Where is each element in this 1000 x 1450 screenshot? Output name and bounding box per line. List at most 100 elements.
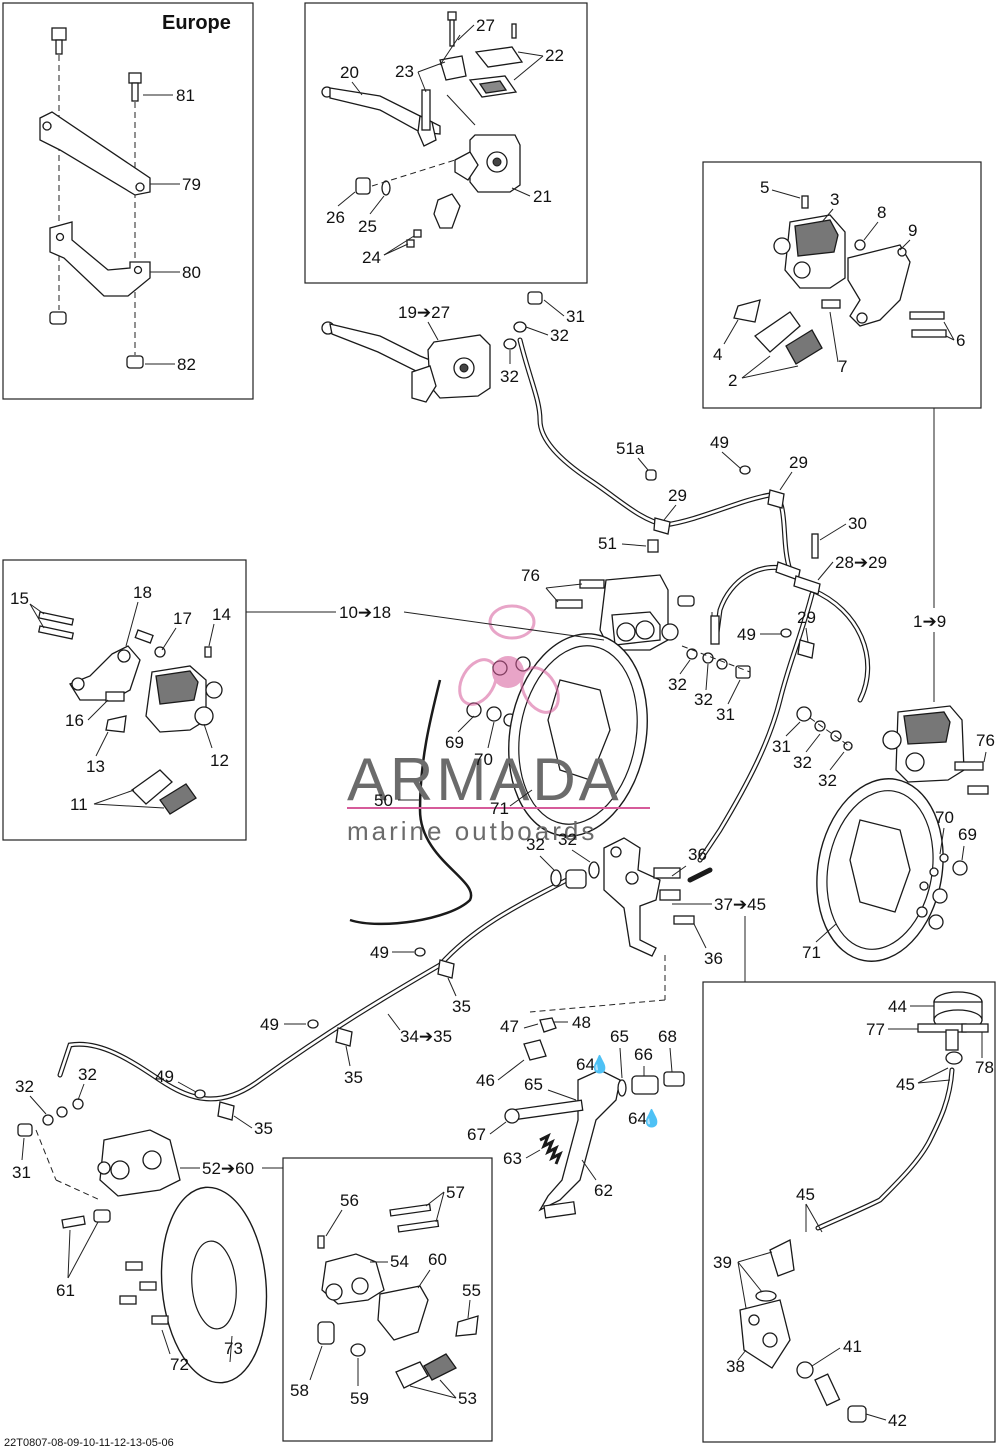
callout-36b: 36 xyxy=(704,949,723,968)
callout-71a: 71 xyxy=(490,799,509,818)
rear-left-disc xyxy=(119,1186,268,1384)
callout-20: 20 xyxy=(340,63,359,82)
callout-77: 77 xyxy=(866,1020,885,1039)
callout-71b: 71 xyxy=(802,943,821,962)
callout-10-18: 10➔18 xyxy=(339,603,391,622)
callout-27: 27 xyxy=(476,16,495,35)
callout-49a: 49 xyxy=(710,433,729,452)
callout-16: 16 xyxy=(65,711,84,730)
rear-right-caliper xyxy=(796,705,989,795)
callout-58: 58 xyxy=(290,1381,309,1400)
front-center-caliper xyxy=(555,574,751,679)
callout-45b: 45 xyxy=(796,1185,815,1204)
callout-38: 38 xyxy=(726,1357,745,1376)
callout-4: 4 xyxy=(713,345,722,364)
callout-37-45: 37➔45 xyxy=(714,895,766,914)
callout-32j: 32 xyxy=(78,1065,97,1084)
proportioning-valve xyxy=(529,837,713,1013)
callout-54: 54 xyxy=(390,1252,409,1271)
callout-78: 78 xyxy=(975,1058,994,1077)
callout-14: 14 xyxy=(212,605,231,624)
watermark: ARMADA marine outboards xyxy=(347,604,650,846)
callout-55: 55 xyxy=(462,1281,481,1300)
callout-80: 80 xyxy=(182,263,201,282)
callout-67: 67 xyxy=(467,1125,486,1144)
callout-9: 9 xyxy=(908,221,917,240)
callout-30: 30 xyxy=(848,514,867,533)
callout-35c: 35 xyxy=(254,1119,273,1138)
callout-69a: 69 xyxy=(445,733,464,752)
region-title: Europe xyxy=(162,12,231,34)
callout-59: 59 xyxy=(350,1389,369,1408)
callout-46: 46 xyxy=(476,1071,495,1090)
handlebar-master-cylinder: 19➔27 xyxy=(321,303,491,403)
inset-10-18-parts: 15 18 17 14 16 12 13 11 xyxy=(10,583,231,815)
callout-32b: 32 xyxy=(500,367,519,386)
callout-13: 13 xyxy=(86,757,105,776)
callout-23: 23 xyxy=(395,62,414,81)
brake-pedal-assembly xyxy=(504,1017,685,1219)
callout-64b: 64 xyxy=(628,1109,647,1128)
callout-24: 24 xyxy=(362,248,381,267)
inset-52-60-parts: 56 57 54 60 55 58 59 53 xyxy=(290,1183,481,1408)
inset-rear-left-caliper xyxy=(282,1157,493,1442)
callout-73: 73 xyxy=(224,1339,243,1358)
inset-rear-caliper-right xyxy=(702,161,982,409)
callout-61: 61 xyxy=(56,1281,75,1300)
inset-front-caliper xyxy=(2,559,247,841)
callout-64b-drop: 💧 xyxy=(641,1108,662,1128)
callout-70b: 70 xyxy=(935,808,954,827)
callout-65b: 65 xyxy=(524,1075,543,1094)
callout-22: 22 xyxy=(545,46,564,65)
callout-51: 51 xyxy=(598,534,617,553)
callout-81: 81 xyxy=(176,86,195,105)
rear-left-caliper xyxy=(17,1098,181,1229)
callout-64a-drop: 💧 xyxy=(589,1054,610,1074)
drawing-code: 22T0807-08-09-10-11-12-13-05-06 xyxy=(4,1437,174,1449)
callout-31d: 31 xyxy=(12,1163,31,1182)
callout-12: 12 xyxy=(210,751,229,770)
inset-rear-master xyxy=(702,981,996,1443)
callout-35a: 35 xyxy=(452,997,471,1016)
callout-62: 62 xyxy=(594,1181,613,1200)
callout-60: 60 xyxy=(428,1250,447,1269)
callout-34-35: 34➔35 xyxy=(400,1027,452,1046)
callout-1-9: 1➔9 xyxy=(913,612,946,631)
callout-32c: 32 xyxy=(668,675,687,694)
callout-29a: 29 xyxy=(668,486,687,505)
callout-49d: 49 xyxy=(260,1015,279,1034)
callout-28-29: 28➔29 xyxy=(835,553,887,572)
callout-31a: 31 xyxy=(566,307,585,326)
callout-2: 2 xyxy=(728,371,737,390)
callout-32h: 32 xyxy=(558,830,577,849)
callout-42: 42 xyxy=(888,1411,907,1430)
europe-bracket-group: Europe 81 79 80 82 xyxy=(39,12,231,374)
callout-72: 72 xyxy=(170,1355,189,1374)
callout-70a: 70 xyxy=(474,750,493,769)
callout-32f: 32 xyxy=(818,771,837,790)
callout-36a: 36 xyxy=(688,845,707,864)
callout-45a: 45 xyxy=(896,1075,915,1094)
callout-64a: 64 xyxy=(576,1055,595,1074)
inset-1-9-parts: 5 3 8 9 4 2 7 6 xyxy=(713,178,965,390)
callout-49e: 49 xyxy=(155,1067,174,1086)
callout-48: 48 xyxy=(572,1013,591,1032)
callout-31c: 31 xyxy=(772,737,791,756)
master-cylinder-exploded: 20 27 22 23 21 26 25 24 xyxy=(321,11,564,267)
watermark-tagline: marine outboards xyxy=(347,816,597,846)
callout-69b: 69 xyxy=(958,825,977,844)
callout-50: 50 xyxy=(374,791,393,810)
callout-32i: 32 xyxy=(15,1077,34,1096)
callout-41: 41 xyxy=(843,1337,862,1356)
callout-11: 11 xyxy=(70,795,88,814)
callout-53: 53 xyxy=(458,1389,477,1408)
callout-82: 82 xyxy=(177,355,196,374)
hose-clips xyxy=(194,291,821,1121)
callout-18: 18 xyxy=(133,583,152,602)
callout-29c: 29 xyxy=(797,608,816,627)
callout-35b: 35 xyxy=(344,1068,363,1087)
callout-39: 39 xyxy=(713,1253,732,1272)
inset-europe-bracket xyxy=(2,2,254,400)
callout-21: 21 xyxy=(533,187,552,206)
